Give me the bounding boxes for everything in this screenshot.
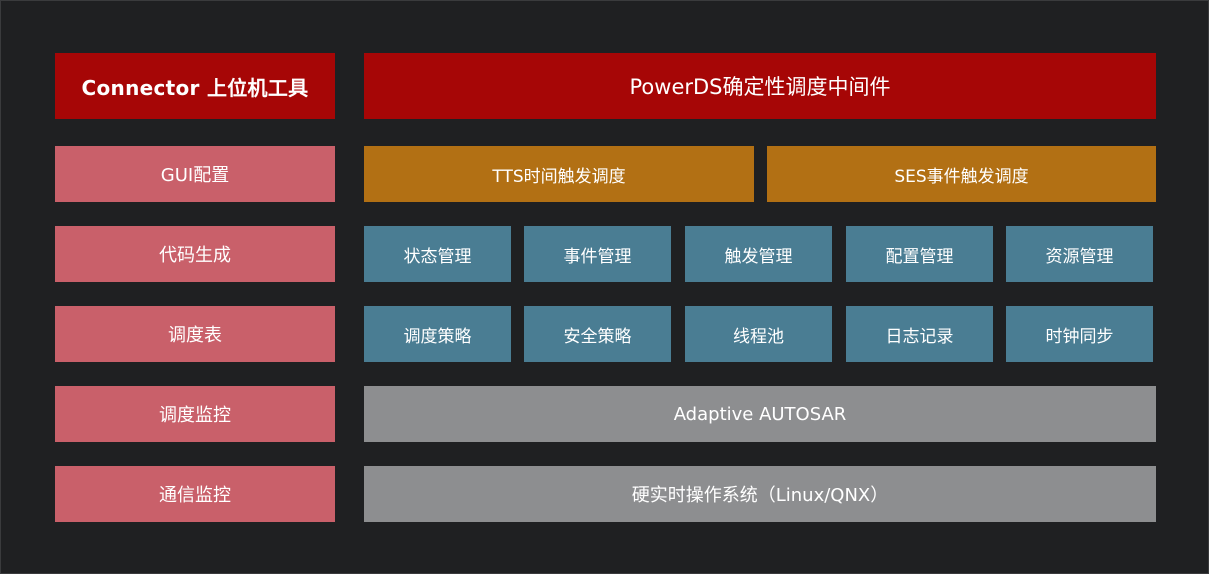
- module-config-mgmt: 配置管理: [846, 226, 993, 282]
- module-logging: 日志记录: [846, 306, 993, 362]
- connector-tool-header: Connector 上位机工具: [55, 53, 335, 119]
- left-item-comm-monitor: 通信监控: [55, 466, 335, 522]
- ses-trigger-box: SES事件触发调度: [767, 146, 1156, 202]
- tts-trigger-box: TTS时间触发调度: [364, 146, 754, 202]
- left-item-code-gen: 代码生成: [55, 226, 335, 282]
- powerds-header: PowerDS确定性调度中间件: [364, 53, 1156, 119]
- module-event-mgmt: 事件管理: [524, 226, 671, 282]
- module-clock-sync: 时钟同步: [1006, 306, 1153, 362]
- module-thread-pool: 线程池: [685, 306, 832, 362]
- left-item-gui-config: GUI配置: [55, 146, 335, 202]
- left-item-schedule-monitor: 调度监控: [55, 386, 335, 442]
- module-security-policy: 安全策略: [524, 306, 671, 362]
- module-schedule-policy: 调度策略: [364, 306, 511, 362]
- left-item-schedule-table: 调度表: [55, 306, 335, 362]
- adaptive-autosar-layer: Adaptive AUTOSAR: [364, 386, 1156, 442]
- module-state-mgmt: 状态管理: [364, 226, 511, 282]
- rtos-layer: 硬实时操作系统（Linux/QNX）: [364, 466, 1156, 522]
- module-trigger-mgmt: 触发管理: [685, 226, 832, 282]
- module-resource-mgmt: 资源管理: [1006, 226, 1153, 282]
